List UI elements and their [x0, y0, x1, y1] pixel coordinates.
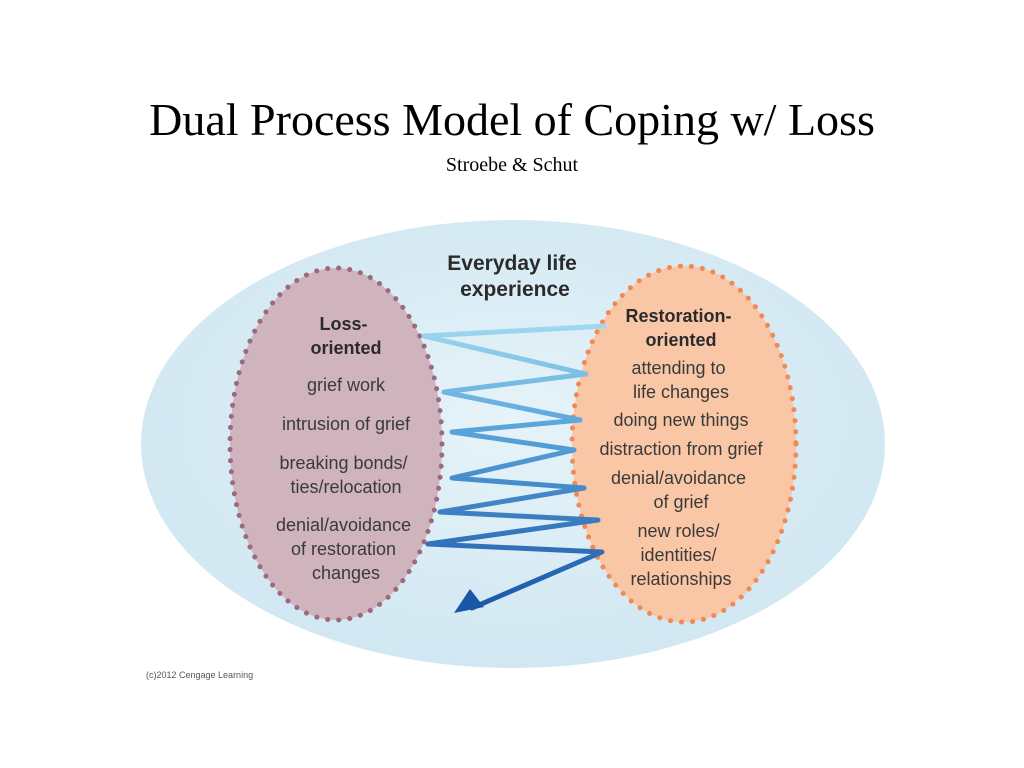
restoration-item-line: of grief: [653, 492, 709, 512]
slide-subtitle: Stroebe & Schut: [445, 154, 579, 176]
restoration-item: distraction from grief: [599, 439, 763, 459]
loss-item: grief work: [307, 375, 386, 395]
loss-item-line: of restoration: [291, 539, 396, 559]
restoration-item: attending to life changes: [631, 358, 730, 402]
loss-item: intrusion of grief: [282, 414, 411, 434]
loss-item: breaking bonds/ ties/relocation: [279, 453, 412, 497]
restoration-oriented-oval: [569, 263, 799, 625]
restoration-item-line: new roles/: [637, 521, 719, 541]
restoration-heading-line: Restoration-: [625, 306, 731, 326]
restoration-item: denial/avoidance of grief: [611, 468, 751, 512]
restoration-oriented-heading: Restoration- oriented: [625, 306, 736, 350]
copyright-notice: (c)2012 Cengage Learning: [146, 670, 254, 680]
restoration-item-line: identities/: [640, 545, 716, 565]
loss-item-line: ties/relocation: [290, 477, 401, 497]
restoration-item-line: distraction from grief: [599, 439, 763, 459]
diagram-header: Everyday life experience: [447, 252, 582, 301]
loss-item: denial/avoidance of restoration changes: [276, 515, 416, 583]
oscillation-zigzag: [421, 323, 607, 611]
loss-oriented-heading: Loss- oriented: [310, 314, 381, 358]
loss-item-line: denial/avoidance: [276, 515, 411, 535]
loss-heading-line: Loss-: [319, 314, 367, 334]
restoration-heading-line: oriented: [645, 330, 716, 350]
restoration-item-line: life changes: [633, 382, 729, 402]
loss-item-line: grief work: [307, 375, 386, 395]
restoration-item-line: relationships: [630, 569, 731, 589]
diagram-header-line: Everyday life: [447, 252, 577, 275]
restoration-item-line: doing new things: [613, 410, 748, 430]
loss-oriented-oval: [227, 265, 445, 623]
loss-item-line: changes: [312, 563, 380, 583]
restoration-item-line: denial/avoidance: [611, 468, 746, 488]
loss-item-line: intrusion of grief: [282, 414, 411, 434]
loss-item-line: breaking bonds/: [279, 453, 407, 473]
restoration-item: doing new things: [613, 410, 748, 430]
slide-title: Dual Process Model of Coping w/ Loss: [149, 94, 875, 145]
loss-heading-line: oriented: [310, 338, 381, 358]
restoration-item: new roles/ identities/ relationships: [630, 521, 731, 589]
diagram-header-line: experience: [460, 278, 570, 301]
arrow-head-icon: [454, 589, 484, 613]
restoration-item-line: attending to: [631, 358, 725, 378]
